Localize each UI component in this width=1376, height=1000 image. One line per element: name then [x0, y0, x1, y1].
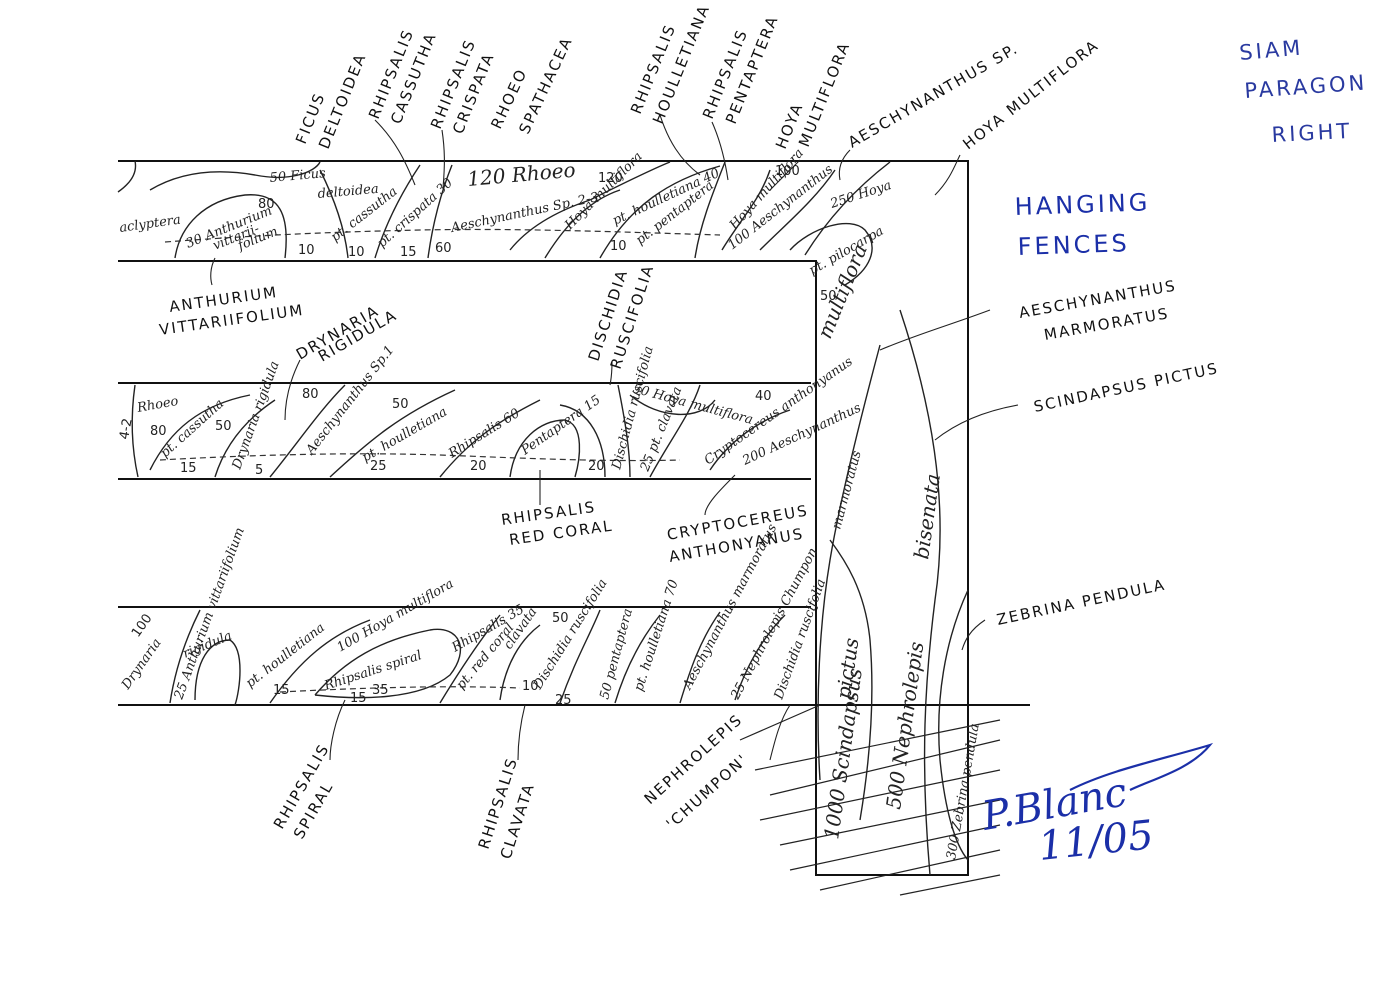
fence-outline [118, 160, 1030, 876]
note: 10 [348, 245, 365, 260]
ground-hatching [739, 704, 1001, 896]
note: 4-2 [117, 417, 135, 441]
note: 50 [552, 611, 569, 626]
signature: P.Blanc 11/05 [978, 742, 1214, 870]
top-band-zones [117, 160, 891, 286]
note: 120 [598, 171, 623, 186]
note: deltoidea [317, 182, 379, 202]
section-title-line2: FENCES [1017, 229, 1130, 261]
note: 5 [255, 463, 263, 478]
note: Rhoeo [135, 394, 180, 416]
middle-band-zones [131, 384, 791, 478]
note: 100 [775, 164, 800, 179]
note: 25 [370, 459, 387, 474]
note: 15 [400, 245, 417, 260]
section-title-line1: HANGING [1014, 188, 1151, 221]
leader-lines [210, 114, 1019, 761]
note: 20 [470, 459, 487, 474]
note: 80 [150, 424, 167, 439]
note: 60 [435, 241, 452, 256]
note: 40 [755, 389, 772, 404]
note: 15 [273, 683, 290, 698]
note: 50 [215, 419, 232, 434]
note: 15 [350, 691, 367, 706]
note: 80 [302, 387, 319, 402]
note: 10 [610, 239, 627, 254]
site-name-line1: SIAM [1238, 35, 1304, 64]
lower-band-zones [169, 609, 786, 706]
note: 80 [258, 197, 275, 212]
note: 10 [522, 679, 539, 694]
note: 50 [820, 289, 837, 304]
note: 25 [555, 693, 572, 708]
note: 50 [392, 397, 409, 412]
site-side: RIGHT [1271, 119, 1353, 147]
note: 50 Ficus [269, 166, 327, 186]
note: 10 [298, 243, 315, 258]
note: 20 [588, 459, 605, 474]
note: 35 [372, 683, 389, 698]
note: 15 [180, 461, 197, 476]
